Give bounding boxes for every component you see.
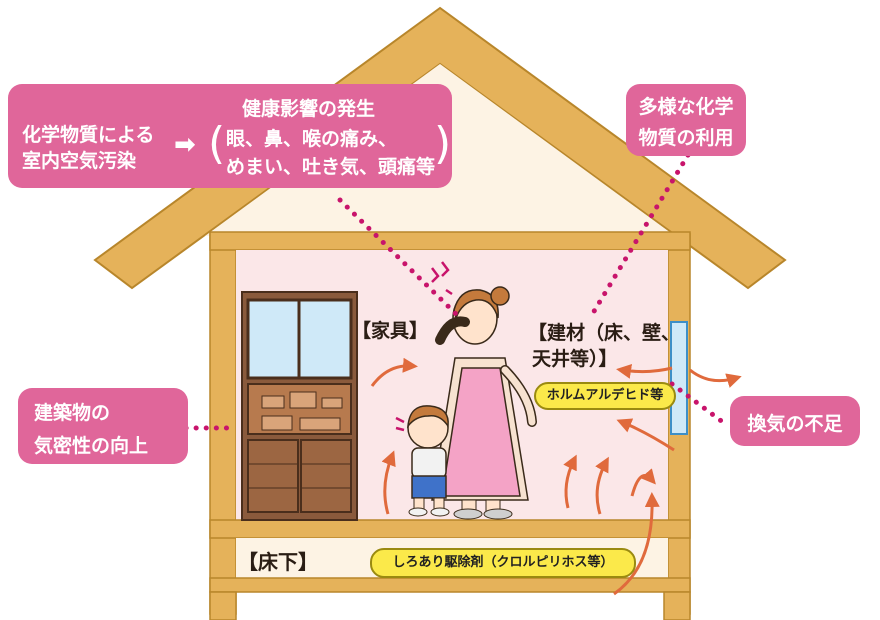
effects-line1: 眼、鼻、喉の痛み、 [226, 128, 398, 150]
effects-line2: めまい、吐き気、頭痛等 [226, 156, 436, 178]
airtightness-line2: 気密性の向上 [34, 435, 149, 457]
emission-arrows [370, 357, 742, 596]
chemicals-line2: 物質の利用 [638, 127, 734, 149]
ventilation-label: 換気の不足 [747, 413, 843, 435]
dizzy-marks-icon [395, 261, 453, 432]
cabinet [241, 291, 358, 521]
building-materials-label-line1: 【建材（床、壁、 [528, 322, 681, 344]
indoor-pollution-callout: 化学物質による 室内空気汚染 ➡ 健康影響の発生 眼、鼻、喉の痛み、 めまい、吐… [8, 84, 452, 188]
bracket-left: ( [208, 118, 226, 169]
formaldehyde-tag: ホルムアルデヒド等 [534, 382, 676, 410]
furniture-label: 【家具】 [352, 320, 429, 342]
ventilation-callout: 換気の不足 [730, 396, 860, 446]
pollution-line1: 化学物質による [22, 124, 155, 146]
pollution-line2: 室内空気汚染 [22, 150, 137, 172]
chemicals-line1: 多様な化学 [638, 96, 734, 118]
child-figure [407, 405, 450, 517]
airtightness-line1: 建築物の [34, 402, 111, 424]
effects-title: 健康影響の発生 [242, 98, 376, 120]
dotted-connectors [183, 152, 731, 431]
mother-figure [431, 286, 537, 520]
termiticide-tag: しろあり駆除剤（クロルピリホス等） [370, 548, 636, 578]
building-materials-label-line2: 天井等）】 [532, 348, 618, 370]
bracket-right: ) [434, 118, 452, 169]
airtightness-callout: 建築物の 気密性の向上 [18, 388, 188, 464]
underfloor-label: 【床下】 [238, 550, 318, 574]
chemicals-use-callout: 多様な化学 物質の利用 [626, 84, 746, 156]
right-arrow-icon: ➡ [174, 130, 196, 160]
